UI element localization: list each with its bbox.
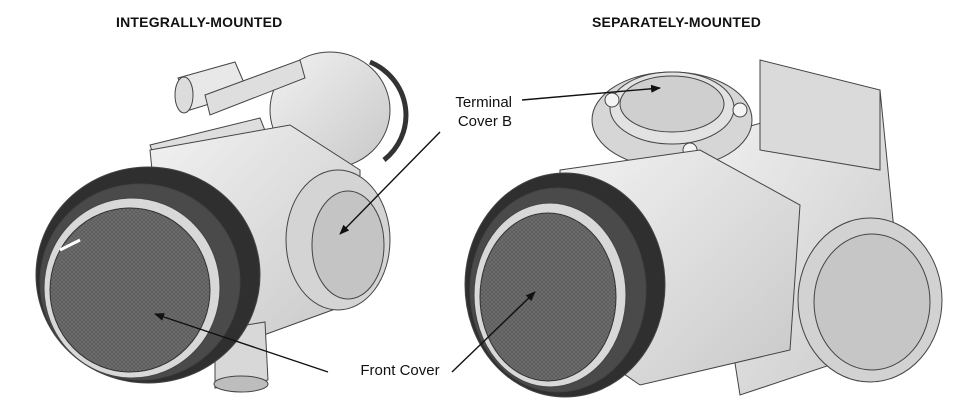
terminal-label-line1: Terminal <box>455 94 512 111</box>
terminal-arrow-right <box>521 84 661 101</box>
heading-integrally-mounted: INTEGRALLY-MOUNTED <box>116 14 283 30</box>
terminal-cover-label: Terminal Cover B <box>420 93 512 131</box>
terminal-arrow-left <box>339 131 441 235</box>
front-cover-label: Front Cover <box>360 362 440 379</box>
front-arrow-right <box>451 291 536 373</box>
leader-lines <box>154 84 661 373</box>
integral-transmitter <box>35 51 409 393</box>
front-arrow-left <box>154 313 329 373</box>
separate-transmitter <box>464 59 943 398</box>
terminal-label-line2: Cover B <box>457 113 512 130</box>
heading-separately-mounted: SEPARATELY-MOUNTED <box>592 14 762 30</box>
